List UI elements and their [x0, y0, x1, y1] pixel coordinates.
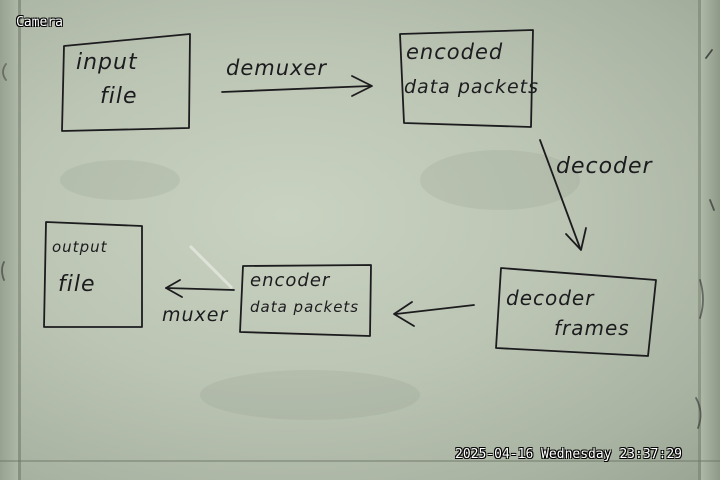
encoder-packets-line1: encoder — [250, 270, 331, 291]
board-frame-bottom — [0, 460, 720, 462]
muxer-arrow — [165, 287, 235, 291]
decoder-frames-line2: frames — [554, 316, 630, 340]
margin-mark — [1, 261, 5, 281]
output-file-box — [43, 221, 143, 328]
input-file-line1: input — [76, 50, 138, 75]
margin-mark — [709, 199, 715, 211]
output-file-line2: file — [58, 272, 96, 297]
decoder-frames-line1: decoder — [506, 286, 595, 310]
decoder-frames-box — [495, 267, 657, 357]
output-file-line1: output — [52, 238, 108, 256]
board-frame-left — [18, 0, 21, 480]
camera-label: Camera — [16, 15, 63, 30]
glare-streak — [188, 244, 234, 290]
board-left-edge — [0, 0, 18, 480]
decoder-arrow — [539, 139, 581, 249]
margin-mark — [2, 63, 7, 81]
margin-mark — [695, 397, 702, 429]
encode-arrowhead — [393, 301, 415, 327]
smudge — [200, 370, 420, 420]
encoded-packets-line1: encoded — [406, 40, 504, 64]
demuxer-label: demuxer — [226, 56, 327, 80]
smudge — [60, 160, 180, 200]
board-right-edge — [701, 0, 720, 480]
encoder-packets-line2: data packets — [250, 298, 360, 316]
margin-mark — [705, 49, 713, 59]
encoded-packets-line2: data packets — [404, 76, 540, 98]
margin-mark — [699, 279, 704, 319]
decoder-arrowhead — [565, 227, 587, 251]
muxer-arrowhead — [165, 279, 183, 298]
encoded-packets-box — [399, 29, 534, 128]
demuxer-arrowhead — [351, 75, 373, 97]
smudge — [420, 150, 580, 210]
encoder-packets-box — [239, 264, 372, 337]
timestamp: 2025-04-16 Wednesday 23:37:29 — [455, 447, 682, 462]
encode-arrow — [395, 304, 475, 315]
board-frame-right — [698, 0, 701, 480]
demuxer-arrow — [221, 85, 371, 93]
decoder-label: decoder — [556, 154, 653, 179]
input-file-box — [61, 33, 191, 132]
muxer-label: muxer — [162, 304, 229, 326]
input-file-line2: file — [100, 84, 138, 109]
